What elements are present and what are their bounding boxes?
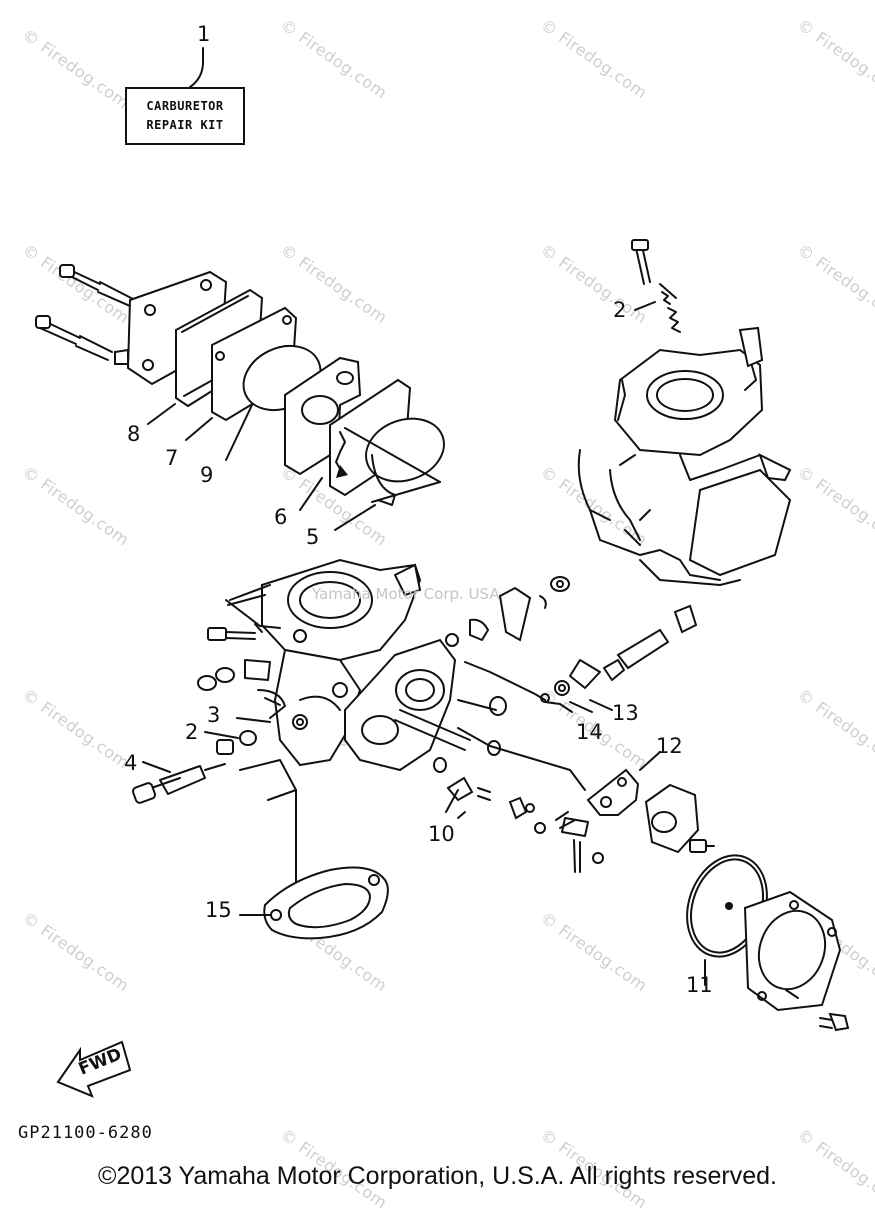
forward-arrow [56,1040,132,1098]
callout-2-lower: 2 [185,720,199,744]
leader-line [589,699,613,711]
callout-4: 4 [124,751,138,775]
callout-3: 3 [207,703,221,727]
leader-line [639,751,661,771]
callout-14: 14 [576,720,603,744]
faint-copyright-text: Yamaha Motor Corp. USA [312,585,500,603]
carburetor-repair-kit-label: CARBURETOR REPAIR KIT [125,87,245,145]
callout-1: 1 [197,22,211,46]
leader-line [634,301,656,311]
pump-cover-assembly [35,264,445,531]
repair-kit-line-2: REPAIR KIT [146,118,224,132]
callout-6: 6 [274,505,288,529]
callout-15: 15 [205,898,232,922]
callout-10: 10 [428,822,455,846]
callout-12: 12 [656,734,683,758]
leader-line [142,761,171,773]
leader-line [569,701,593,713]
leader-line [236,717,271,723]
mounting-gasket [239,866,389,940]
diaphragm-assembly [686,854,850,1032]
callout-7: 7 [165,446,179,470]
callout-2: 2 [613,298,627,322]
callout-8: 8 [127,422,141,446]
callout-5: 5 [306,525,320,549]
callout-13: 13 [612,701,639,725]
carburetor-body [131,558,715,896]
leader-line [204,731,239,739]
copyright-notice: ©2013 Yamaha Motor Corporation, U.S.A. A… [98,1162,777,1190]
carburetor-assembly [577,239,792,586]
drawing-code: GP21100-6280 [18,1123,153,1143]
callout-9: 9 [200,463,214,487]
repair-kit-line-1: CARBURETOR [146,98,224,113]
leader-line [445,789,459,813]
callout-11: 11 [686,973,713,997]
leader-line [189,47,204,88]
